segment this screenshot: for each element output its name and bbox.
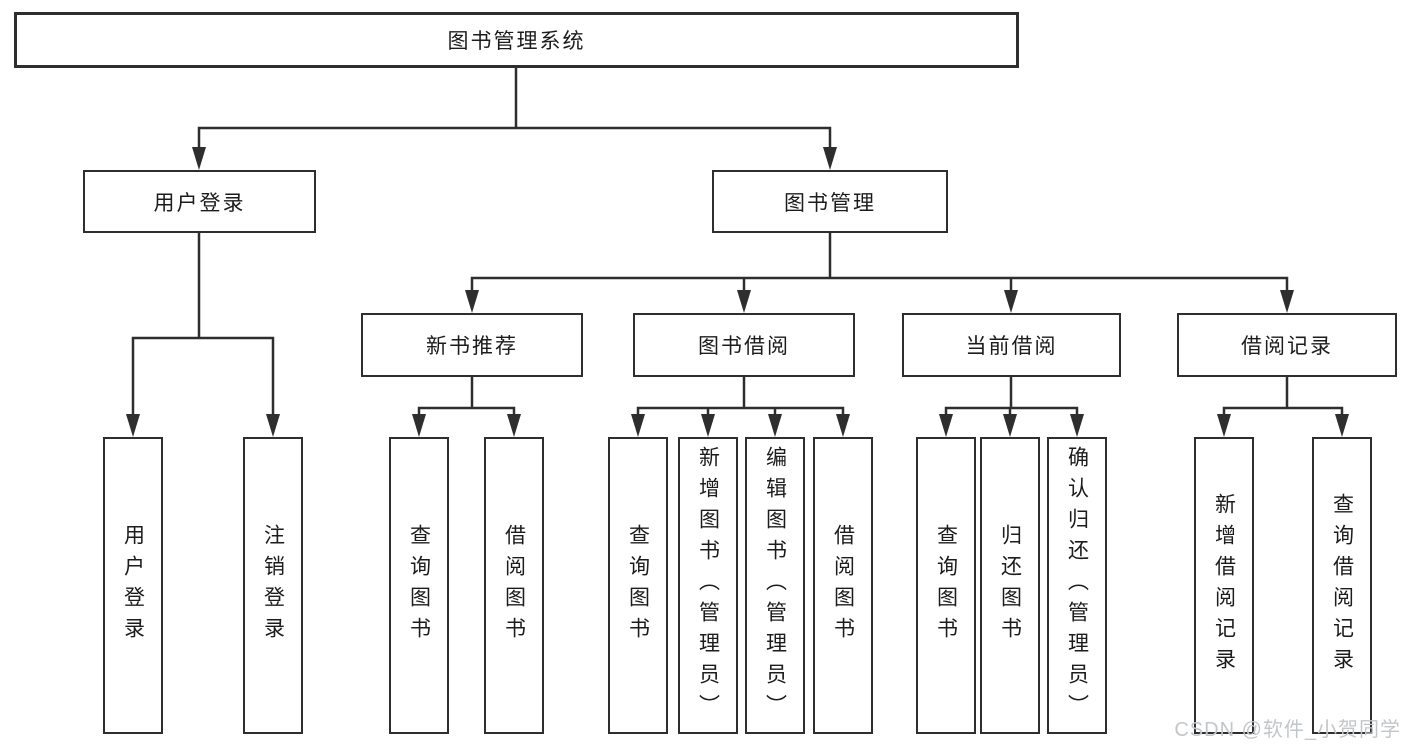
leaf-cb-confirm-return-admin: 确认归还（管理员） [1047, 437, 1107, 734]
leaf-nb-borrow-books-label: 借阅图书 [502, 523, 526, 648]
leaf-bb-edit-books-admin-label: 编辑图书（管理员） [763, 446, 787, 725]
book-borrow-box: 图书借阅 [633, 313, 855, 377]
watermark: CSDN @软件_小贺同学 [1174, 719, 1401, 741]
root-box: 图书管理系统 [14, 12, 1019, 68]
leaf-logout-label: 注销登录 [261, 523, 285, 648]
user-login-box: 用户登录 [83, 170, 316, 233]
leaf-nb-borrow-books: 借阅图书 [484, 437, 544, 734]
new-book-recommend-label: 新书推荐 [426, 335, 518, 358]
root-label: 图书管理系统 [447, 30, 586, 53]
book-management-label: 图书管理 [784, 191, 876, 215]
leaf-bb-borrow-books-label: 借阅图书 [831, 523, 855, 648]
leaf-br-query-record-label: 查询借阅记录 [1330, 492, 1354, 679]
leaf-cb-query-books-label: 查询图书 [934, 523, 958, 648]
leaf-cb-return-books-label: 归还图书 [998, 523, 1022, 648]
leaf-cb-query-books: 查询图书 [916, 437, 976, 734]
book-borrow-label: 图书借阅 [698, 335, 790, 358]
borrow-record-box: 借阅记录 [1177, 313, 1397, 377]
leaf-user-login: 用户登录 [103, 437, 163, 734]
arrow-heads [126, 147, 1349, 437]
user-login-label: 用户登录 [153, 191, 246, 215]
leaf-cb-confirm-return-admin-label: 确认归还（管理员） [1065, 446, 1089, 725]
leaf-bb-add-books-admin: 新增图书（管理员） [678, 437, 738, 734]
leaf-logout: 注销登录 [243, 437, 303, 734]
leaf-bb-borrow-books: 借阅图书 [813, 437, 873, 734]
new-book-recommend-box: 新书推荐 [361, 313, 583, 377]
leaf-br-query-record: 查询借阅记录 [1312, 437, 1372, 734]
leaf-user-login-label: 用户登录 [121, 523, 145, 648]
leaf-bb-add-books-admin-label: 新增图书（管理员） [696, 446, 720, 725]
leaf-br-add-record: 新增借阅记录 [1194, 437, 1254, 734]
leaf-bb-edit-books-admin: 编辑图书（管理员） [745, 437, 805, 734]
book-management-box: 图书管理 [712, 170, 948, 233]
leaf-nb-query-books-label: 查询图书 [407, 523, 431, 648]
borrow-record-label: 借阅记录 [1241, 335, 1333, 358]
leaf-bb-query-books-label: 查询图书 [626, 523, 650, 648]
current-borrow-box: 当前借阅 [902, 313, 1121, 377]
connector-paths [131, 68, 1344, 418]
current-borrow-label: 当前借阅 [965, 335, 1058, 358]
leaf-br-add-record-label: 新增借阅记录 [1212, 492, 1236, 679]
leaf-bb-query-books: 查询图书 [608, 437, 668, 734]
leaf-nb-query-books: 查询图书 [389, 437, 449, 734]
leaf-cb-return-books: 归还图书 [980, 437, 1040, 734]
